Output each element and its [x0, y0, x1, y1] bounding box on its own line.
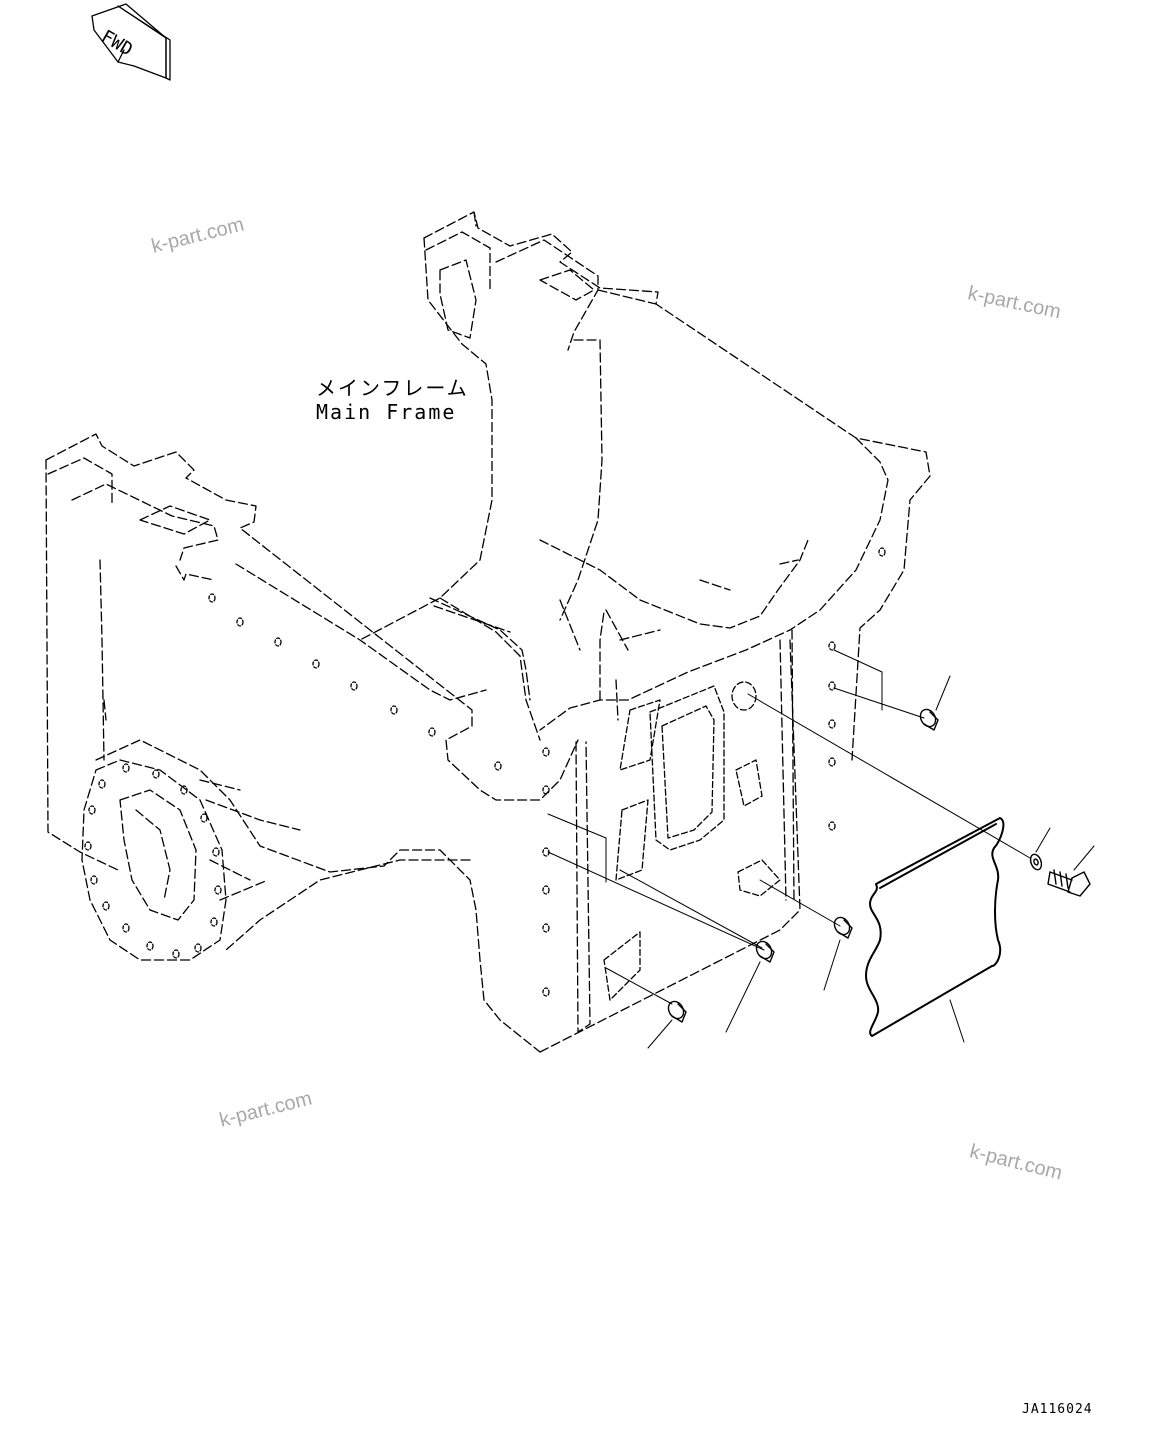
cover-plate	[865, 817, 1005, 1037]
fwd-label: FWD	[98, 26, 137, 60]
bolt-part	[1047, 869, 1091, 897]
drawing-code: JA116024	[1022, 1402, 1093, 1417]
frame-label-jp: メインフレーム	[316, 376, 469, 400]
plug-parts	[667, 708, 939, 1023]
washer-part	[1029, 853, 1043, 871]
frame-label-en: Main Frame	[316, 400, 457, 424]
leader-lines	[547, 649, 1095, 1049]
main-frame-outline	[45, 211, 931, 1053]
fwd-arrow-icon: FWD	[91, 3, 171, 81]
frame-holes	[84, 547, 886, 997]
side-plate-pads	[603, 681, 781, 1001]
